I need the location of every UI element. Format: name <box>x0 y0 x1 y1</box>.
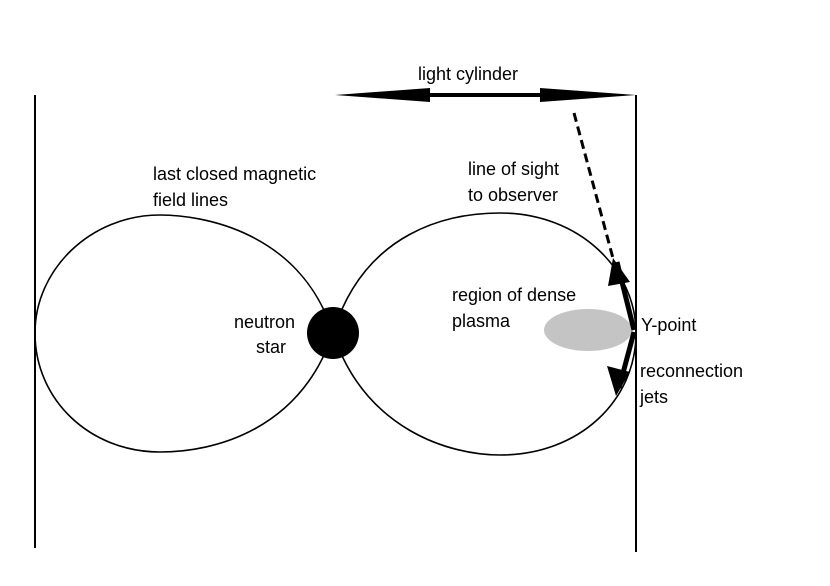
dense-plasma-label-1: region of dense <box>452 285 576 305</box>
left-closed-field-line <box>34 214 334 453</box>
neutron-star-label-2: star <box>256 337 286 357</box>
last-closed-field-lines-label-2: field lines <box>153 190 228 210</box>
dense-plasma-region <box>544 309 632 351</box>
y-point-label: Y-point <box>641 315 696 335</box>
line-of-sight-label-1: line of sight <box>468 159 559 179</box>
light-cylinder-arrow <box>335 88 636 102</box>
last-closed-field-lines-label-1: last closed magnetic <box>153 164 316 184</box>
reconnection-jets-label-2: jets <box>639 387 668 407</box>
dense-plasma-label-2: plasma <box>452 311 511 331</box>
line-of-sight <box>572 112 616 263</box>
light-cylinder-label: light cylinder <box>418 64 518 84</box>
reconnection-jets <box>607 258 637 396</box>
line-of-sight-label-2: to observer <box>468 185 558 205</box>
reconnection-jets-label-1: reconnection <box>640 361 743 381</box>
neutron-star-label-1: neutron <box>234 312 295 332</box>
neutron-star <box>307 307 359 359</box>
